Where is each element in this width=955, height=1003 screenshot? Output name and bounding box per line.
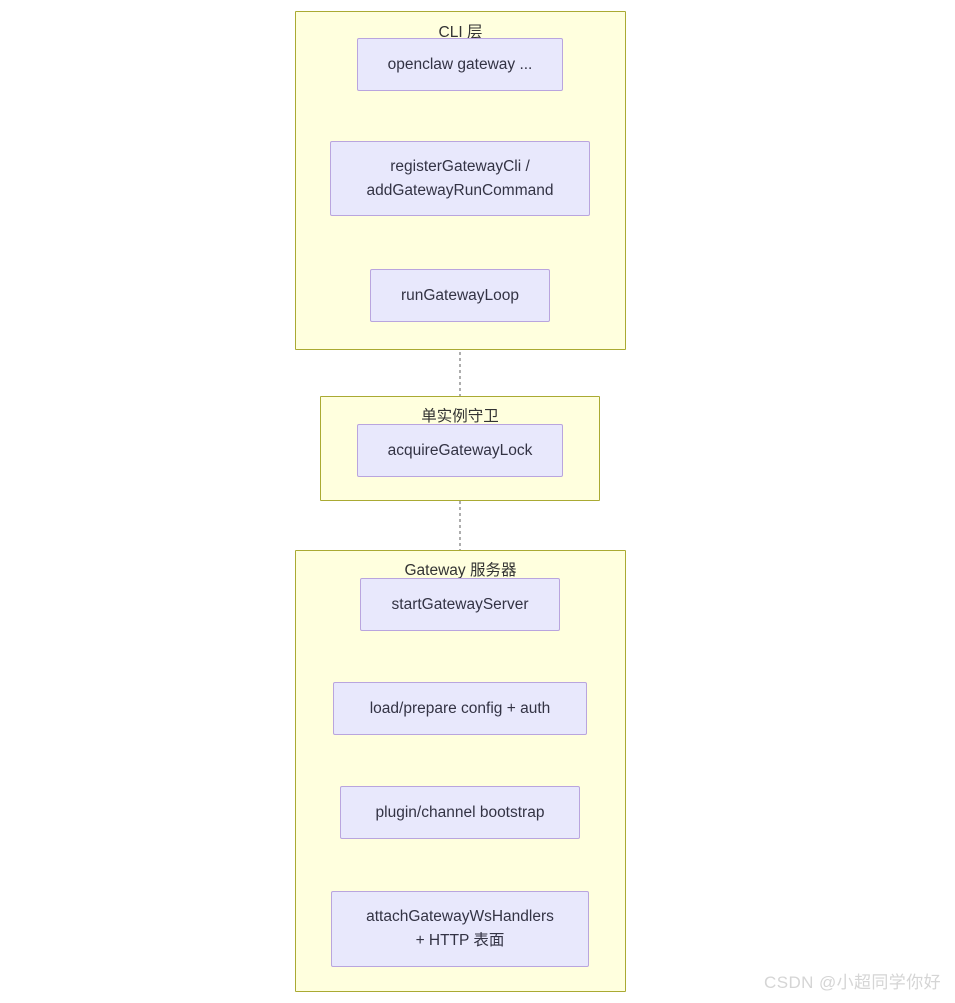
node-server-config-label: load/prepare config + auth — [369, 699, 551, 717]
node-server-ws[interactable]: attachGatewayWsHandlers + HTTP 表面 — [331, 891, 589, 967]
node-server-config[interactable]: load/prepare config + auth — [333, 682, 587, 735]
node-cli-entry-label: openclaw gateway ... — [387, 55, 533, 73]
node-server-plugin-label: plugin/channel bootstrap — [375, 803, 545, 821]
node-guard-lock[interactable]: acquireGatewayLock — [357, 424, 563, 477]
node-cli-entry[interactable]: openclaw gateway ... — [357, 38, 563, 91]
node-guard-lock-label: acquireGatewayLock — [387, 441, 533, 459]
node-cli-loop[interactable]: runGatewayLoop — [370, 269, 550, 322]
node-cli-loop-label: runGatewayLoop — [400, 286, 520, 304]
node-server-plugin[interactable]: plugin/channel bootstrap — [340, 786, 580, 839]
node-server-start[interactable]: startGatewayServer — [360, 578, 560, 631]
cluster-server-label: Gateway 服务器 — [404, 562, 517, 579]
node-cli-register[interactable]: registerGatewayCli / addGatewayRunComman… — [330, 141, 590, 216]
cluster-cli-label: CLI 层 — [438, 24, 483, 41]
cluster-guard-label: 单实例守卫 — [421, 408, 499, 425]
node-server-start-label: startGatewayServer — [391, 595, 529, 613]
node-cli-register-label: registerGatewayCli / addGatewayRunComman… — [366, 157, 554, 199]
node-server-ws-label: attachGatewayWsHandlers + HTTP 表面 — [366, 908, 554, 949]
csdn-watermark: CSDN @小超同学你好 — [764, 973, 941, 992]
